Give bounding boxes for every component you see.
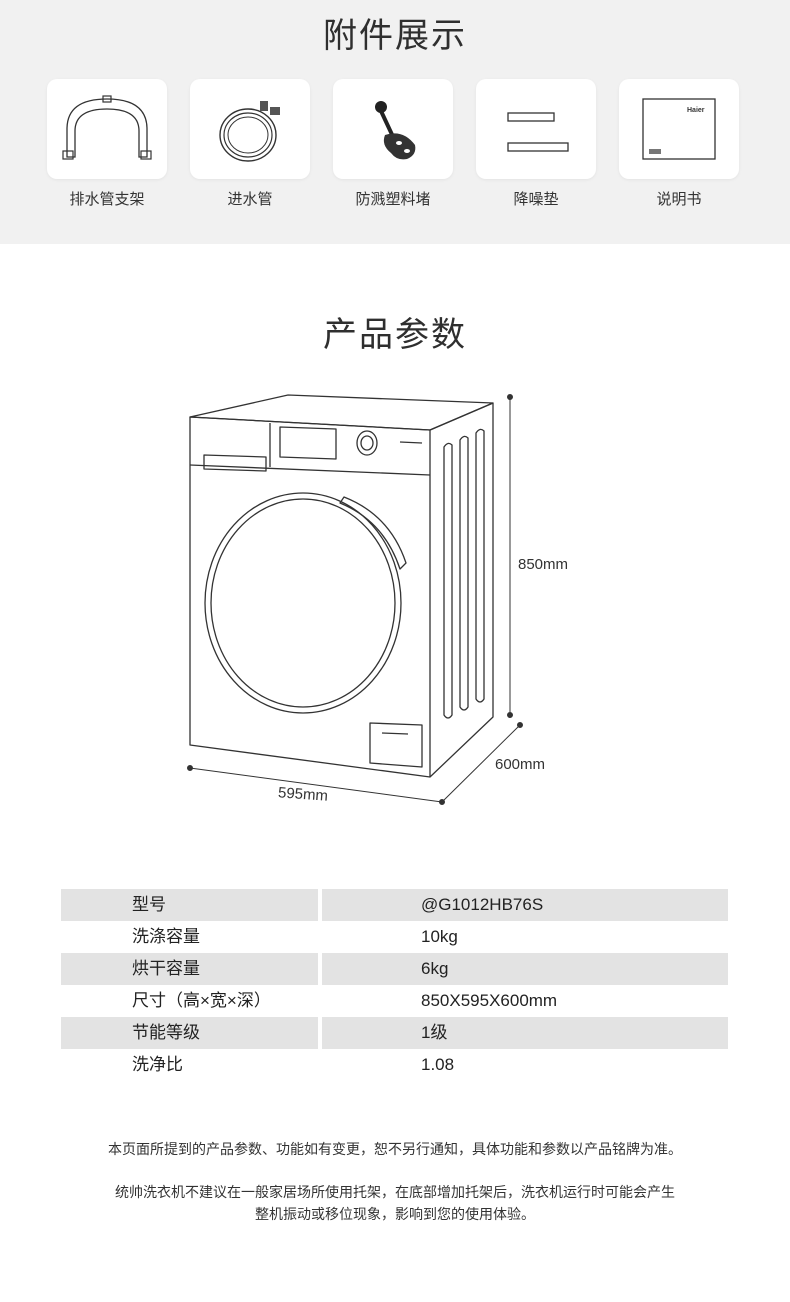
spec-name: 烘干容量 (61, 953, 318, 985)
depth-dimension-label: 600mm (495, 756, 546, 773)
spec-value: 850X595X600mm (421, 991, 558, 1010)
spec-name: 节能等级 (61, 1017, 318, 1049)
noise-reduction-pad-icon (507, 112, 569, 152)
accessory-card-drain-bracket (47, 79, 167, 179)
accessory-label: 排水管支架 (69, 191, 145, 208)
spec-table: 型号 @G1012HB76S 洗涤容量 10kg 烘干容量 6kg 尺寸（高×宽… (61, 889, 728, 1081)
bracket-warning-line1: 统帅洗衣机不建议在一般家居场所使用托架，在底部增加托架后，洗衣机运行时可能会产生 (115, 1184, 675, 1200)
accessory-label: 防溅塑料堵 (355, 191, 431, 208)
spec-value: 6kg (322, 953, 728, 985)
manual-brand-text: Haier (687, 107, 705, 114)
table-row: 节能等级 1级 (61, 1017, 728, 1049)
spec-name: 尺寸（高×宽×深） (132, 991, 271, 1010)
table-row: 型号 @G1012HB76S (61, 889, 728, 921)
accessory-card-manual: Haier (619, 79, 739, 179)
table-row: 洗涤容量 10kg (61, 921, 728, 953)
accessories-title: 附件展示 (323, 17, 467, 55)
spec-value: @G1012HB76S (322, 889, 728, 921)
washing-machine-diagram (187, 394, 523, 805)
table-row: 洗净比 1.08 (61, 1049, 728, 1081)
bracket-warning-line2: 整机振动或移位现象，影响到您的使用体验。 (255, 1206, 535, 1222)
inlet-hose-icon (219, 101, 280, 162)
spec-value: 1级 (322, 1017, 728, 1049)
spec-name: 型号 (61, 889, 318, 921)
accessory-card-plug (333, 79, 453, 179)
accessories-section: 附件展示 排水管支架 进水管 防溅塑料堵 (0, 0, 790, 244)
splash-proof-plug-icon (375, 101, 416, 160)
manual-icon: Haier (642, 98, 716, 160)
accessory-label: 说明书 (656, 191, 702, 208)
accessory-card-inlet-hose (190, 79, 310, 179)
spec-name: 洗涤容量 (132, 927, 200, 946)
accessory-card-pad (476, 79, 596, 179)
parameters-title: 产品参数 (323, 316, 467, 354)
accessory-label: 降噪垫 (513, 191, 559, 208)
height-dimension-label: 850mm (518, 556, 569, 573)
table-row: 烘干容量 6kg (61, 953, 728, 985)
disclaimer-note: 本页面所提到的产品参数、功能如有变更，恕不另行通知，具体功能和参数以产品铭牌为准… (108, 1141, 682, 1157)
width-dimension-label: 595mm (277, 784, 329, 805)
spec-value: 10kg (421, 927, 458, 946)
drain-hose-bracket-icon (62, 95, 152, 160)
spec-name: 洗净比 (132, 1055, 183, 1074)
table-row: 尺寸（高×宽×深） 850X595X600mm (61, 985, 728, 1017)
accessory-label: 进水管 (227, 191, 273, 208)
spec-value: 1.08 (421, 1055, 455, 1074)
